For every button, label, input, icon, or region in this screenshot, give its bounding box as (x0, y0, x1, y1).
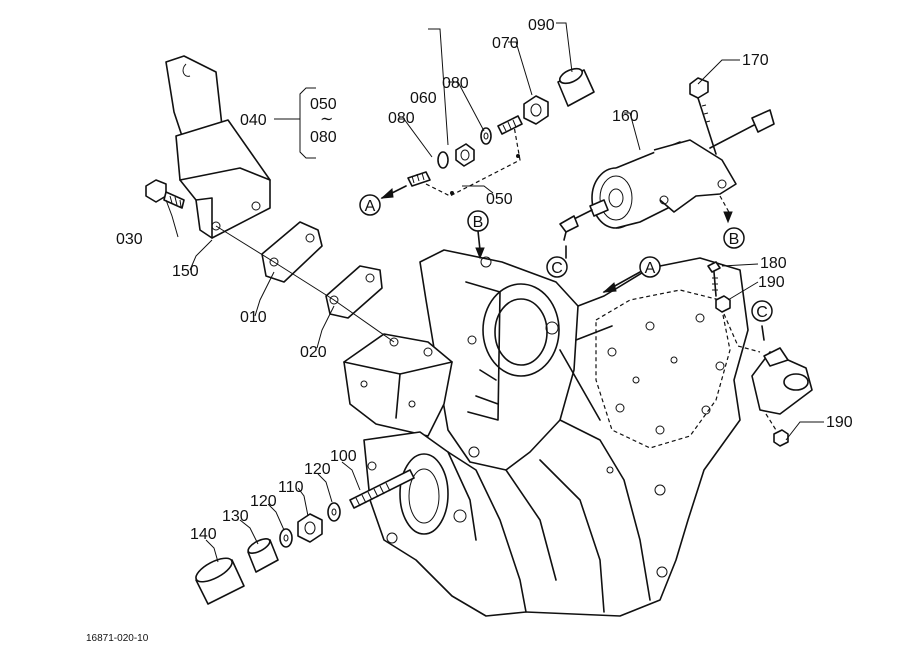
part-label-120-upper: 120 (304, 461, 331, 478)
reference-markers: A A B B C C (359, 194, 773, 322)
ref-marker-b-solenoid: B (729, 231, 740, 248)
plate-assembly-line (215, 225, 395, 343)
stud-180-nut-190-drawing (707, 261, 813, 447)
part-label-080-upper: 080 (442, 75, 469, 92)
part-label-160: 160 (612, 108, 639, 125)
part-label-090: 090 (528, 17, 555, 34)
part-label-080-left: 080 (388, 110, 415, 127)
part-label-070: 070 (492, 35, 519, 52)
range-label-separator: ∼ (320, 111, 333, 128)
bolt-030-drawing (145, 179, 185, 209)
plate-010-drawing (261, 221, 323, 283)
part-label-180: 180 (760, 255, 787, 272)
ref-marker-c-block: C (551, 260, 563, 277)
part-labels: 090 070 080 060 080 050 040 050 ∼ 080 03… (86, 17, 853, 644)
ref-marker-b-block: B (473, 214, 484, 231)
part-label-040: 040 (240, 112, 267, 129)
ref-marker-a-left: A (365, 198, 376, 215)
part-label-010: 010 (240, 309, 267, 326)
part-label-150: 150 (172, 263, 199, 280)
figure-code: 16871-020-10 (86, 633, 149, 644)
leader-lines (165, 22, 824, 563)
part-label-130: 130 (222, 508, 249, 525)
stopper-assembly-drawing (380, 67, 595, 199)
part-label-170: 170 (742, 52, 769, 69)
range-label-from: 050 (310, 96, 337, 113)
part-label-100: 100 (330, 448, 357, 465)
range-label-to: 080 (310, 129, 337, 146)
part-label-050: 050 (486, 191, 513, 208)
gear-case-drawing (343, 249, 749, 617)
part-label-140: 140 (190, 526, 217, 543)
bolt-170-drawing (689, 77, 717, 155)
plate-020-drawing (325, 265, 383, 319)
part-label-110: 110 (278, 479, 304, 496)
front-stopper-drawing (195, 469, 415, 605)
solenoid-160-drawing (559, 109, 775, 241)
part-label-190-lower: 190 (826, 414, 853, 431)
part-label-120-lower: 120 (250, 493, 277, 510)
part-label-190-upper: 190 (758, 274, 785, 291)
ref-marker-a-block: A (645, 260, 656, 277)
part-label-030: 030 (116, 231, 143, 248)
part-label-020: 020 (300, 344, 327, 361)
part-label-060: 060 (410, 90, 437, 107)
bracket-150-drawing (165, 55, 271, 239)
ref-marker-c-bracket: C (756, 304, 768, 321)
